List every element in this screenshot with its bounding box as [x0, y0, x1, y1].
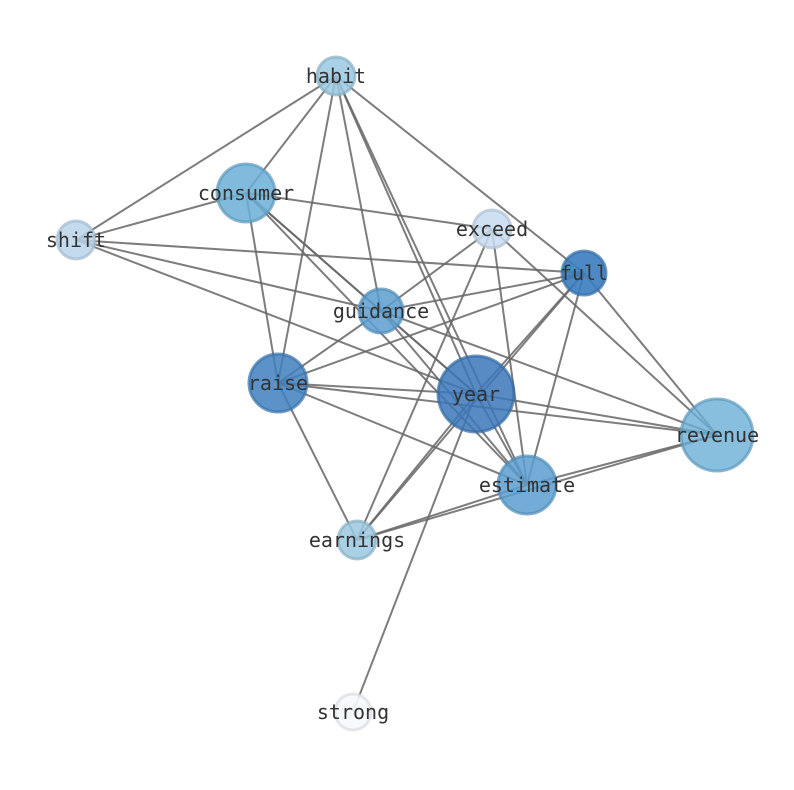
node-layer	[55, 55, 755, 732]
node-label-habit: habit	[306, 64, 366, 88]
node-revenue	[679, 397, 755, 473]
edge-habit-year	[335, 75, 477, 395]
edge-raise-estimate	[277, 382, 528, 486]
node-label-revenue: revenue	[675, 423, 759, 447]
edge-year-revenue	[475, 393, 718, 436]
node-shift	[55, 219, 97, 261]
node-raise	[247, 352, 309, 414]
edge-habit-raise	[277, 75, 337, 384]
edge-consumer-raise	[245, 192, 279, 384]
node-label-strong: strong	[317, 700, 389, 724]
label-layer: habit consumer shift exceed full guidance rais…	[46, 64, 759, 724]
node-label-full: full	[560, 261, 608, 285]
node-label-shift: shift	[46, 228, 106, 252]
node-consumer	[215, 162, 277, 224]
edge-shift-year	[75, 239, 477, 395]
node-label-earnings: earnings	[309, 528, 405, 552]
edge-full-estimate	[526, 272, 585, 486]
node-full	[560, 249, 608, 297]
edge-guidance-revenue	[380, 310, 718, 436]
node-strong	[333, 692, 373, 732]
node-estimate	[496, 454, 558, 516]
edge-year-strong	[352, 393, 477, 713]
edge-full-guidance	[380, 272, 585, 312]
edge-exceed-revenue	[491, 228, 718, 436]
node-guidance	[357, 287, 405, 335]
node-exceed	[471, 208, 513, 250]
node-label-exceed: exceed	[456, 217, 528, 241]
node-label-guidance: guidance	[333, 299, 429, 323]
node-habit	[315, 55, 357, 97]
edge-layer	[75, 75, 718, 713]
edge-full-raise	[277, 272, 585, 384]
edge-shift-full	[75, 239, 585, 274]
edge-habit-full	[335, 75, 585, 274]
edge-habit-guidance	[335, 75, 382, 312]
edge-consumer-estimate	[245, 192, 528, 486]
node-label-estimate: estimate	[479, 473, 575, 497]
node-label-raise: raise	[248, 371, 308, 395]
edge-exceed-earnings	[356, 228, 493, 541]
node-earnings	[336, 519, 378, 561]
edge-habit-shift	[75, 75, 337, 241]
node-year	[436, 354, 516, 434]
edge-shift-guidance	[75, 239, 382, 312]
node-label-year: year	[452, 382, 500, 406]
edge-consumer-exceed	[245, 192, 493, 230]
node-label-consumer: consumer	[198, 181, 294, 205]
